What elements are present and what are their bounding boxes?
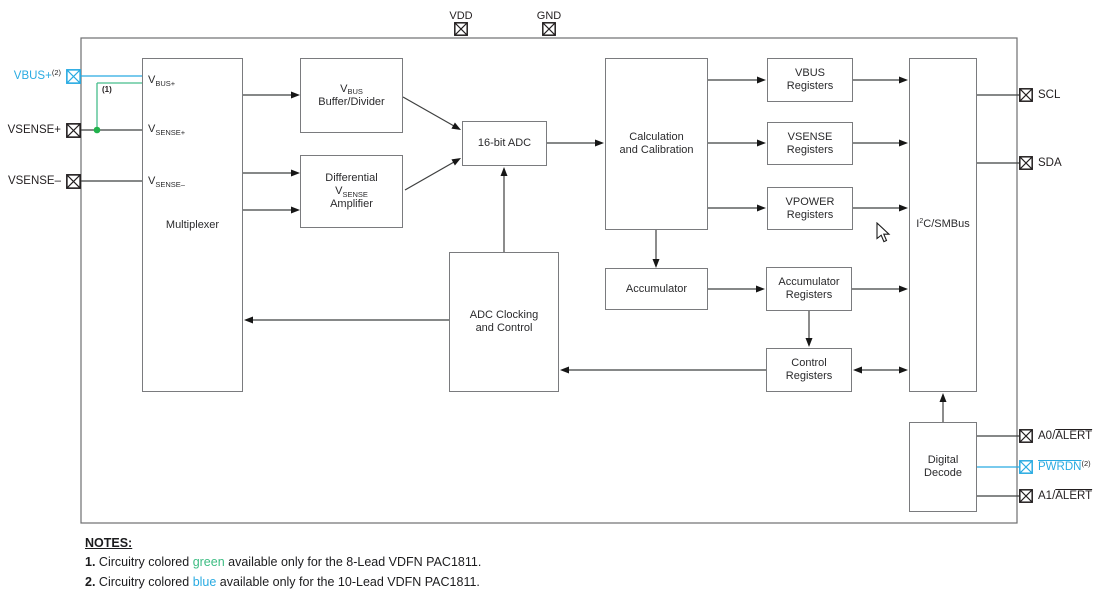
note-1: 1. Circuitry colored green available onl…	[85, 555, 482, 569]
pin-pwrdn-label: PWRDN	[1038, 461, 1082, 473]
pin-vbus-plus-label: VBUS+	[13, 70, 52, 82]
green-circuitry	[93, 82, 142, 134]
pin-a0-alert: A0/ALERT	[1019, 428, 1092, 444]
pin-a1-alert: A1/ALERT	[1019, 488, 1092, 504]
pin-sda: SDA	[1019, 155, 1062, 171]
notes-heading: NOTES:	[85, 536, 133, 550]
chip-boundary	[80, 37, 1018, 524]
pin-a1-label: A1/	[1038, 490, 1056, 502]
mux-input-vbus: VBUS+	[148, 74, 176, 88]
pin-pwrdn: PWRDN(2)	[1019, 459, 1091, 475]
pin-scl-label: SCL	[1038, 89, 1061, 101]
pin-vsense-minus: VSENSE–	[0, 173, 81, 189]
block-multiplexer: VBUS+ VSENSE+ VSENSE– Multiplexer	[142, 58, 243, 392]
green-junction-dot	[93, 126, 101, 134]
pin-box-icon	[542, 22, 556, 36]
pin-vsense-plus: VSENSE+	[0, 122, 81, 138]
block-i2c-smbus: I2C/SMBus	[909, 58, 977, 392]
pin-box-icon	[1019, 489, 1033, 503]
blue-circuitry	[81, 75, 1019, 468]
pin-gnd: GND	[535, 10, 563, 36]
multiplexer-label: Multiplexer	[165, 219, 220, 231]
pin-vsense-plus-label: VSENSE+	[7, 124, 61, 136]
green-wire-footnote-ref: (1)	[102, 85, 112, 94]
pin-vsense-minus-label: VSENSE–	[7, 175, 61, 187]
mouse-cursor	[876, 222, 891, 243]
block-accumulator: Accumulator	[605, 268, 708, 310]
pin-box-icon	[1019, 429, 1033, 443]
pin-box-icon	[1019, 156, 1033, 170]
pin-vdd: VDD	[447, 10, 475, 36]
pin-scl: SCL	[1019, 87, 1060, 103]
pin-gnd-label: GND	[536, 10, 562, 22]
pin-box-icon	[66, 68, 81, 84]
block-16bit-adc: 16-bit ADC	[462, 121, 547, 166]
pin-vbus-plus: VBUS+(2)	[0, 68, 81, 84]
pin-box-icon	[1019, 88, 1033, 102]
mux-input-vsense-plus: VSENSE+	[148, 123, 186, 137]
pin-box-icon	[66, 122, 81, 138]
note-2: 2. Circuitry colored blue available only…	[85, 575, 480, 589]
mux-input-vsense-minus: VSENSE–	[148, 175, 185, 189]
pin-box-icon	[454, 22, 468, 36]
pin-sda-label: SDA	[1038, 157, 1062, 169]
pin-box-icon	[66, 173, 81, 189]
pin-box-icon	[1019, 460, 1033, 474]
pin-a0-label: A0/	[1038, 430, 1056, 442]
notes-section: NOTES: 1. Circuitry colored green availa…	[85, 536, 481, 595]
pin-vdd-label: VDD	[449, 10, 473, 22]
